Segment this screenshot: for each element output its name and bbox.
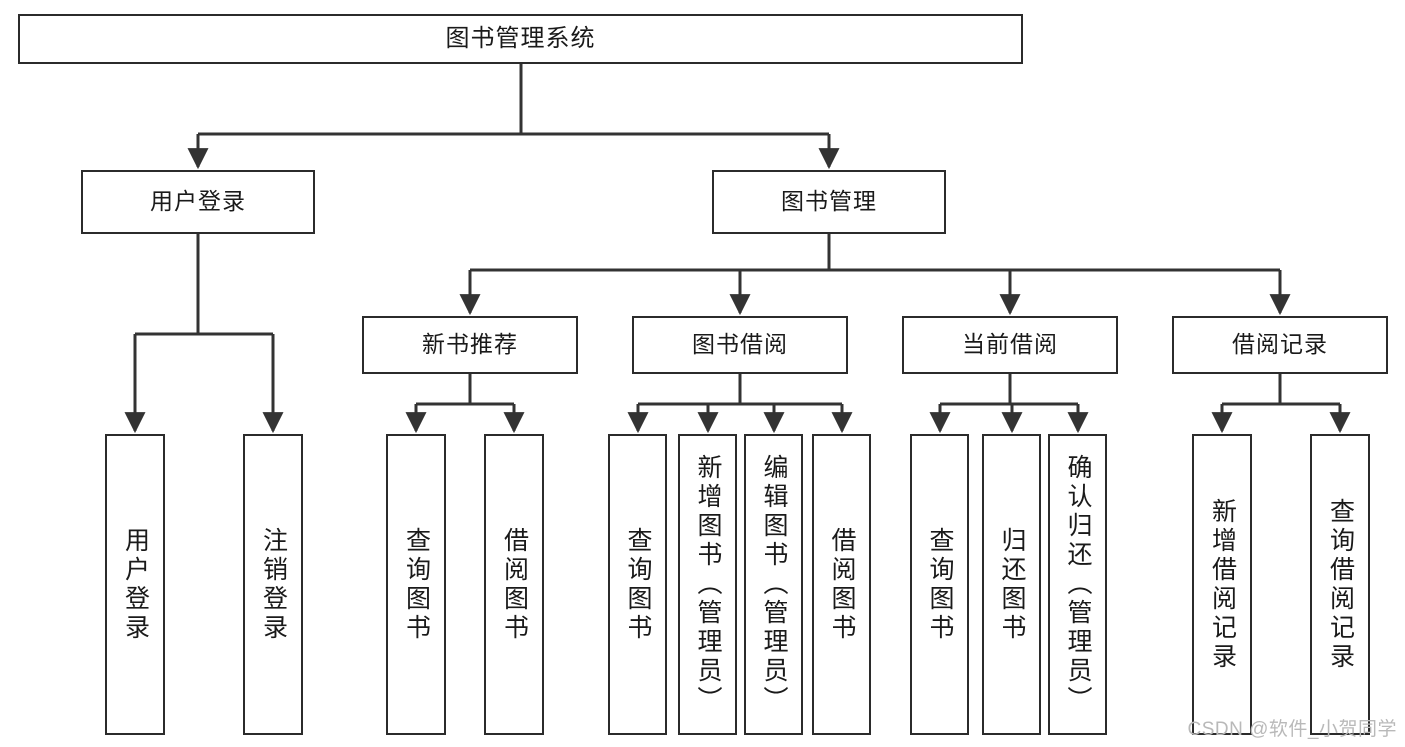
node-n3c[interactable]: 当前借阅 [902, 316, 1118, 374]
node-l13[interactable]: 查询借阅记录 [1310, 434, 1370, 735]
watermark-text: CSDN @软件_小贺同学 [1187, 719, 1397, 740]
node-label: 查询图书 [402, 526, 431, 643]
node-label: 借阅图书 [500, 526, 529, 643]
node-n2a[interactable]: 用户登录 [81, 170, 315, 234]
node-l1[interactable]: 用户登录 [105, 434, 165, 735]
node-l11[interactable]: 确认归还（管理员） [1048, 434, 1107, 735]
node-l2[interactable]: 注销登录 [243, 434, 303, 735]
node-label: 图书借阅 [692, 331, 788, 358]
node-l7[interactable]: 编辑图书（管理员） [744, 434, 803, 735]
node-label: 查询借阅记录 [1326, 497, 1355, 672]
node-label: 确认归还（管理员） [1064, 454, 1092, 715]
node-label: 借阅图书 [828, 526, 856, 643]
node-label: 图书管理 [781, 188, 877, 215]
node-l9[interactable]: 查询图书 [910, 434, 969, 735]
node-l10[interactable]: 归还图书 [982, 434, 1041, 735]
node-label: 新书推荐 [422, 331, 518, 358]
node-label: 归还图书 [998, 526, 1026, 643]
node-l12[interactable]: 新增借阅记录 [1192, 434, 1252, 735]
node-label: 用户登录 [150, 188, 246, 215]
node-n2b[interactable]: 图书管理 [712, 170, 946, 234]
node-l6[interactable]: 新增图书（管理员） [678, 434, 737, 735]
node-n3a[interactable]: 新书推荐 [362, 316, 578, 374]
node-l5[interactable]: 查询图书 [608, 434, 667, 735]
node-label: 图书管理系统 [445, 24, 596, 52]
node-l3[interactable]: 查询图书 [386, 434, 446, 735]
node-l4[interactable]: 借阅图书 [484, 434, 544, 735]
node-root[interactable]: 图书管理系统 [18, 14, 1023, 64]
node-label: 注销登录 [259, 526, 288, 643]
node-l8[interactable]: 借阅图书 [812, 434, 871, 735]
node-label: 借阅记录 [1232, 331, 1328, 358]
node-n3d[interactable]: 借阅记录 [1172, 316, 1388, 374]
node-label: 新增借阅记录 [1208, 497, 1237, 672]
node-label: 查询图书 [624, 526, 652, 643]
node-label: 用户登录 [121, 526, 150, 643]
node-label: 当前借阅 [962, 331, 1058, 358]
node-n3b[interactable]: 图书借阅 [632, 316, 848, 374]
node-label: 编辑图书（管理员） [760, 454, 788, 715]
node-label: 新增图书（管理员） [694, 454, 722, 715]
node-label: 查询图书 [926, 526, 954, 643]
